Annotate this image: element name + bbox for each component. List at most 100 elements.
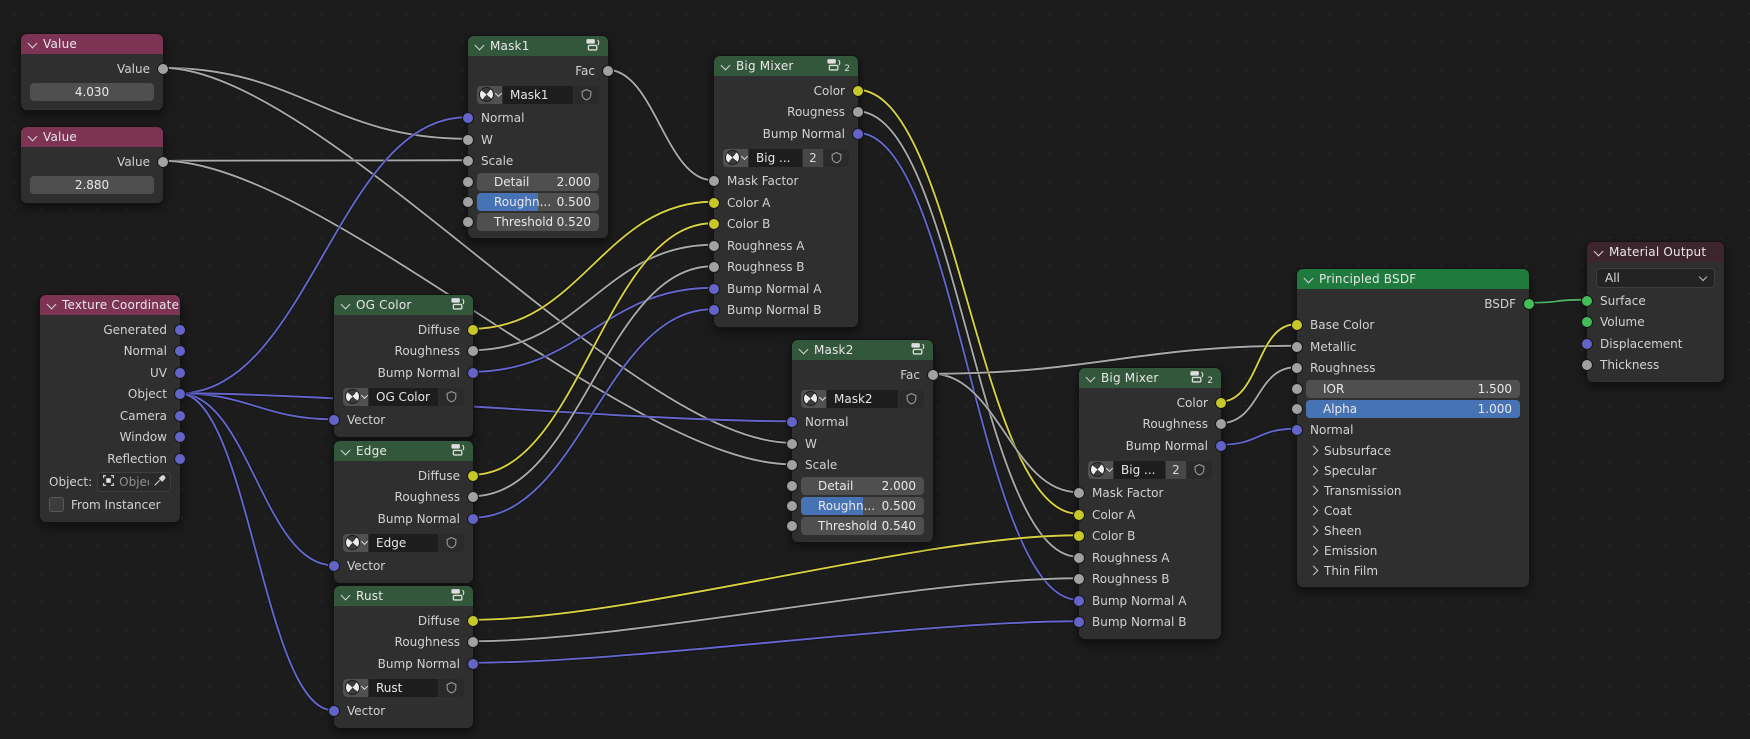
from-instancer-checkbox[interactable] bbox=[49, 497, 64, 512]
node-header[interactable]: Principled BSDF bbox=[1297, 269, 1529, 289]
socket-surface[interactable] bbox=[1581, 294, 1593, 307]
material-sphere-dropdown[interactable] bbox=[343, 533, 368, 552]
chevron-down-icon[interactable] bbox=[1593, 246, 1604, 256]
socket-bump-normal[interactable] bbox=[852, 127, 864, 140]
socket-reflection[interactable] bbox=[174, 452, 186, 465]
fake-user-shield-button[interactable] bbox=[899, 389, 924, 408]
chevron-down-icon[interactable] bbox=[720, 60, 731, 70]
fake-user-shield-button[interactable] bbox=[1187, 460, 1212, 479]
fake-user-shield-button[interactable] bbox=[439, 387, 464, 406]
node-header[interactable]: Texture Coordinate bbox=[40, 295, 180, 315]
socket-rougness[interactable] bbox=[852, 106, 864, 119]
socket-roughness-a[interactable] bbox=[1073, 551, 1085, 564]
socket-color[interactable] bbox=[852, 84, 864, 97]
group-name-field[interactable]: OG Color bbox=[369, 387, 438, 406]
socket-scale[interactable] bbox=[462, 155, 474, 168]
fake-user-shield-button[interactable] bbox=[824, 148, 849, 167]
socket-roughness[interactable] bbox=[1215, 418, 1227, 431]
socket-alpha[interactable] bbox=[1291, 403, 1303, 415]
socket-volume[interactable] bbox=[1581, 316, 1593, 329]
panel-specular[interactable]: Specular bbox=[1297, 461, 1529, 481]
socket-bump-normal-a[interactable] bbox=[708, 282, 720, 295]
chevron-down-icon[interactable] bbox=[474, 40, 485, 50]
material-sphere-dropdown[interactable] bbox=[477, 85, 502, 104]
socket-mask-factor[interactable] bbox=[708, 175, 720, 188]
socket-uv[interactable] bbox=[174, 366, 186, 379]
socket-vector[interactable] bbox=[328, 414, 340, 427]
socket-scale[interactable] bbox=[786, 459, 798, 472]
socket-bsdf[interactable] bbox=[1523, 297, 1535, 310]
group-name-field[interactable]: Big ... bbox=[1114, 460, 1165, 479]
socket-normal[interactable] bbox=[786, 416, 798, 429]
socket-threshold[interactable] bbox=[786, 520, 798, 532]
socket-roughness-b[interactable] bbox=[708, 261, 720, 274]
material-sphere-dropdown[interactable] bbox=[343, 678, 368, 697]
socket-thickness[interactable] bbox=[1581, 359, 1593, 372]
panel-transmission[interactable]: Transmission bbox=[1297, 481, 1529, 501]
group-user-count[interactable]: 2 bbox=[803, 148, 823, 167]
panel-subsurface[interactable]: Subsurface bbox=[1297, 441, 1529, 461]
socket-fac[interactable] bbox=[927, 368, 939, 381]
socket-window[interactable] bbox=[174, 431, 186, 444]
material-sphere-dropdown[interactable] bbox=[1088, 460, 1113, 479]
socket-vector[interactable] bbox=[328, 705, 340, 718]
socket-roughn[interactable] bbox=[462, 196, 474, 208]
socket-diffuse[interactable] bbox=[467, 614, 479, 627]
node-header[interactable]: Mask2 bbox=[792, 340, 933, 360]
socket-metallic[interactable] bbox=[1291, 340, 1303, 353]
socket-w[interactable] bbox=[786, 437, 798, 450]
panel-sheen[interactable]: Sheen bbox=[1297, 521, 1529, 541]
chevron-down-icon[interactable] bbox=[1303, 273, 1314, 283]
chevron-down-icon[interactable] bbox=[46, 299, 57, 309]
group-name-field[interactable]: Mask2 bbox=[827, 389, 898, 408]
socket-bump-normal[interactable] bbox=[467, 512, 479, 525]
node-header[interactable]: Value bbox=[21, 127, 163, 147]
socket-bump-normal[interactable] bbox=[467, 366, 479, 379]
socket-fac[interactable] bbox=[602, 64, 614, 77]
socket-bump-normal-a[interactable] bbox=[1073, 594, 1085, 607]
socket-normal[interactable] bbox=[462, 112, 474, 125]
group-name-field[interactable]: Rust bbox=[369, 678, 438, 697]
group-name-field[interactable]: Edge bbox=[369, 533, 438, 552]
material-sphere-dropdown[interactable] bbox=[343, 387, 368, 406]
socket-diffuse[interactable] bbox=[467, 469, 479, 482]
socket-displacement[interactable] bbox=[1581, 337, 1593, 350]
socket-detail[interactable] bbox=[786, 480, 798, 492]
socket-bump-normal[interactable] bbox=[467, 657, 479, 670]
panel-thin-film[interactable]: Thin Film bbox=[1297, 561, 1529, 581]
socket-roughness[interactable] bbox=[1291, 362, 1303, 375]
fake-user-shield-button[interactable] bbox=[574, 85, 599, 104]
socket-diffuse[interactable] bbox=[467, 323, 479, 336]
socket-bump-normal-b[interactable] bbox=[1073, 616, 1085, 629]
socket-value[interactable] bbox=[157, 155, 169, 168]
chevron-down-icon[interactable] bbox=[340, 590, 351, 600]
chevron-down-icon[interactable] bbox=[798, 344, 809, 354]
socket-vector[interactable] bbox=[328, 560, 340, 573]
socket-roughness-a[interactable] bbox=[708, 239, 720, 252]
socket-color-a[interactable] bbox=[1073, 508, 1085, 521]
group-user-count[interactable]: 2 bbox=[1166, 460, 1186, 479]
socket-roughness-b[interactable] bbox=[1073, 573, 1085, 586]
socket-color[interactable] bbox=[1215, 396, 1227, 409]
material-sphere-dropdown[interactable] bbox=[723, 148, 748, 167]
node-header[interactable]: Material Output bbox=[1587, 242, 1724, 262]
output-target-select[interactable]: All bbox=[1596, 268, 1715, 288]
socket-roughness[interactable] bbox=[467, 636, 479, 649]
node-header[interactable]: OG Color bbox=[334, 295, 473, 315]
material-sphere-dropdown[interactable] bbox=[801, 389, 826, 408]
node-header[interactable]: Value bbox=[21, 34, 163, 54]
socket-camera[interactable] bbox=[174, 409, 186, 422]
